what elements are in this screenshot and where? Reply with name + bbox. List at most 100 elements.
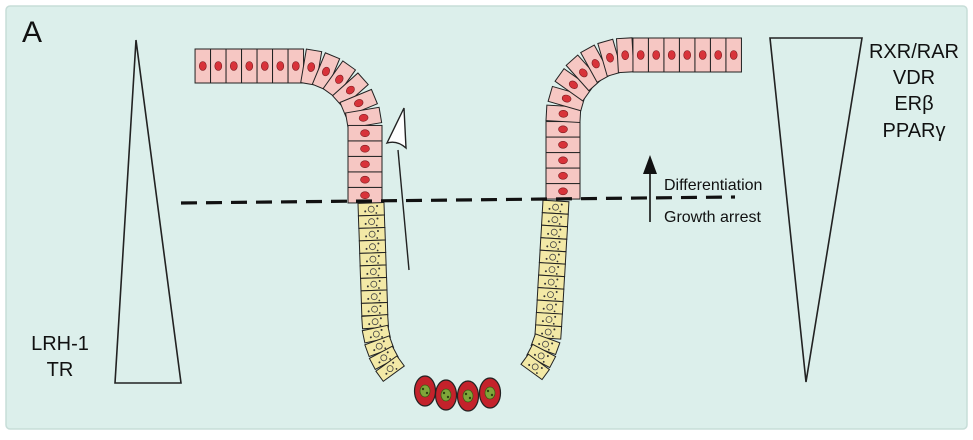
cell-body	[537, 288, 564, 302]
left-differentiated-cell	[273, 49, 289, 83]
right-proliferating-cell	[542, 213, 569, 227]
left-proliferating-cell	[360, 265, 386, 278]
cell-body	[359, 228, 385, 241]
cell-nucleus	[277, 62, 284, 71]
right-differentiated-cell	[710, 38, 726, 72]
growth-arrest-label: Growth arrest	[664, 209, 761, 226]
stem-cell-granule	[422, 388, 424, 390]
right-proliferating-cell	[539, 263, 566, 277]
cell-nucleus	[653, 51, 660, 60]
right-differentiated-cell	[546, 137, 580, 153]
cell-nucleus	[715, 51, 722, 60]
right-differentiated-cell	[546, 122, 580, 138]
cell-nucleus	[559, 172, 568, 179]
stem-cell-nucleus	[420, 385, 430, 397]
stem-cell-granule	[469, 397, 471, 399]
cell-body	[360, 265, 386, 278]
cell-body	[360, 253, 386, 266]
cell-nucleus	[361, 192, 370, 199]
stem-cell-granule	[487, 390, 489, 392]
right-differentiated-cell	[633, 38, 649, 72]
right-proliferating-cell	[537, 288, 564, 302]
cell-body	[361, 303, 387, 316]
cell-body	[542, 200, 569, 214]
cell-nucleus	[699, 51, 706, 60]
gene-label-tr: TR	[47, 359, 74, 381]
right-proliferating-cell	[542, 200, 569, 214]
left-differentiated-cell	[242, 49, 257, 83]
stem-cell	[458, 381, 479, 411]
right-differentiated-cell	[546, 168, 580, 184]
right-differentiated-cell	[546, 184, 580, 200]
left-differentiated-cell	[348, 141, 382, 157]
cell-nucleus	[559, 126, 568, 133]
cell-nucleus	[621, 51, 628, 60]
cell-body	[542, 213, 569, 227]
gene-label-rxr-rar: RXR/RAR	[869, 41, 959, 63]
cell-nucleus	[361, 176, 370, 183]
cell-body	[361, 290, 387, 303]
right-differentiated-cell	[546, 153, 580, 169]
cell-nucleus	[361, 161, 370, 168]
left-proliferating-cell	[358, 215, 384, 228]
cell-nucleus	[559, 188, 568, 195]
cell-nucleus	[559, 141, 568, 148]
cell-nucleus	[684, 51, 691, 60]
cell-nucleus	[261, 62, 268, 71]
cell-nucleus	[361, 130, 370, 137]
left-proliferating-cell	[361, 290, 387, 303]
cell-body	[540, 238, 567, 252]
cell-body	[358, 203, 384, 216]
left-proliferating-cell	[359, 240, 385, 253]
stem-cell-granule	[491, 394, 493, 396]
left-differentiated-cell	[226, 49, 242, 83]
left-proliferating-cell	[358, 203, 384, 216]
right-proliferating-cell	[540, 238, 567, 252]
right-differentiated-cell	[617, 38, 634, 73]
differentiation-label: Differentiation	[664, 177, 762, 194]
cell-nucleus	[361, 145, 370, 152]
stem-cell	[480, 378, 501, 408]
stem-cell-granule	[443, 392, 445, 394]
left-proliferating-cell	[361, 278, 387, 291]
stem-cell-nucleus	[463, 390, 473, 402]
gene-label-ppar-gamma: PPARγ	[883, 120, 946, 142]
stem-cell-granule	[426, 392, 428, 394]
stem-cell-granule	[465, 393, 467, 395]
right-proliferating-cell	[536, 300, 563, 314]
stem-cell-nucleus	[441, 389, 451, 401]
right-differentiated-cell	[648, 38, 664, 72]
stem-cell-granule	[447, 396, 449, 398]
cell-nucleus	[215, 62, 222, 71]
left-proliferating-cell	[360, 253, 386, 266]
cell-body	[536, 300, 563, 314]
cell-nucleus	[668, 51, 675, 60]
cell-body	[541, 225, 568, 239]
stem-cell-nucleus	[485, 387, 495, 399]
cell-body	[536, 312, 563, 326]
cell-nucleus	[559, 157, 568, 164]
cell-nucleus	[199, 62, 206, 71]
right-proliferating-cell	[539, 250, 566, 264]
right-differentiated-cell	[726, 38, 742, 72]
cell-nucleus	[559, 110, 568, 117]
right-differentiated-cell	[695, 38, 711, 72]
gene-label-lrh1: LRH-1	[31, 333, 89, 355]
panel-background	[6, 6, 967, 429]
stem-cell	[436, 380, 457, 410]
right-differentiated-cell	[664, 38, 680, 72]
stem-cell	[415, 376, 436, 406]
panel-letter: A	[22, 16, 42, 49]
right-differentiated-cell	[679, 38, 695, 72]
cell-nucleus	[730, 51, 737, 60]
cell-body	[358, 215, 384, 228]
gene-label-vdr: VDR	[893, 67, 935, 89]
cell-body	[539, 263, 566, 277]
cell-body	[359, 240, 385, 253]
cell-nucleus	[246, 62, 253, 71]
right-proliferating-cell	[536, 312, 563, 326]
left-differentiated-cell	[348, 125, 382, 141]
cell-nucleus	[230, 62, 237, 71]
